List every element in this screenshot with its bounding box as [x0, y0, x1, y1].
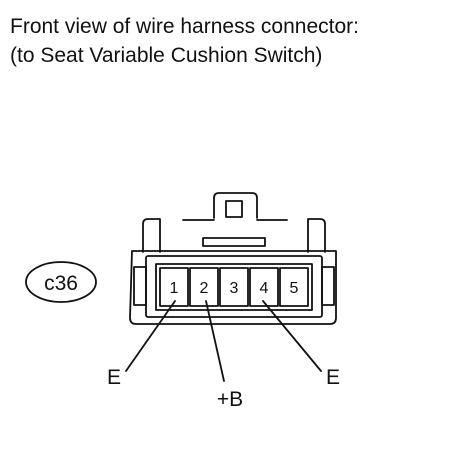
leader-line-pin2	[205, 300, 225, 382]
pin-number: 1	[170, 280, 179, 297]
pin-cavity	[219, 267, 249, 307]
pin-number: 3	[230, 280, 239, 297]
pin-cavity	[159, 267, 189, 307]
terminal-label-pin1: E	[107, 366, 121, 389]
pin-cavity	[189, 267, 219, 307]
connector-code-label: c36	[44, 272, 78, 295]
connector-latch	[213, 192, 258, 219]
leader-lines	[125, 300, 322, 382]
connector-outer-housing	[129, 218, 337, 325]
connector-code-ellipse	[25, 261, 97, 303]
connector-body	[129, 192, 337, 325]
connector-inner-frame	[155, 263, 313, 311]
leader-line-pin4	[262, 300, 322, 372]
title-line-2: (to Seat Variable Cushion Switch)	[10, 44, 323, 67]
pin-number: 5	[290, 280, 299, 297]
title-line-1: Front view of wire harness connector:	[10, 15, 359, 38]
pin-cavity	[279, 267, 309, 307]
pin-cavity	[249, 267, 279, 307]
connector-right-rib	[321, 266, 335, 306]
pin-cavities: 1 2 3 4 5	[159, 267, 309, 307]
connector-left-rib	[133, 266, 147, 306]
connector-inner-ledge	[202, 237, 266, 247]
pin-number: 4	[260, 280, 269, 297]
connector-code-badge: c36	[25, 261, 97, 303]
leader-line-pin1	[125, 300, 176, 372]
diagram-title: Front view of wire harness connector: (t…	[10, 12, 359, 70]
pin-number: 2	[200, 280, 209, 297]
connector-latch-window	[225, 200, 243, 218]
terminal-label-pin4: E	[326, 366, 340, 389]
terminal-label-pin2: +B	[217, 388, 243, 411]
terminal-labels: E +B E	[107, 366, 340, 411]
